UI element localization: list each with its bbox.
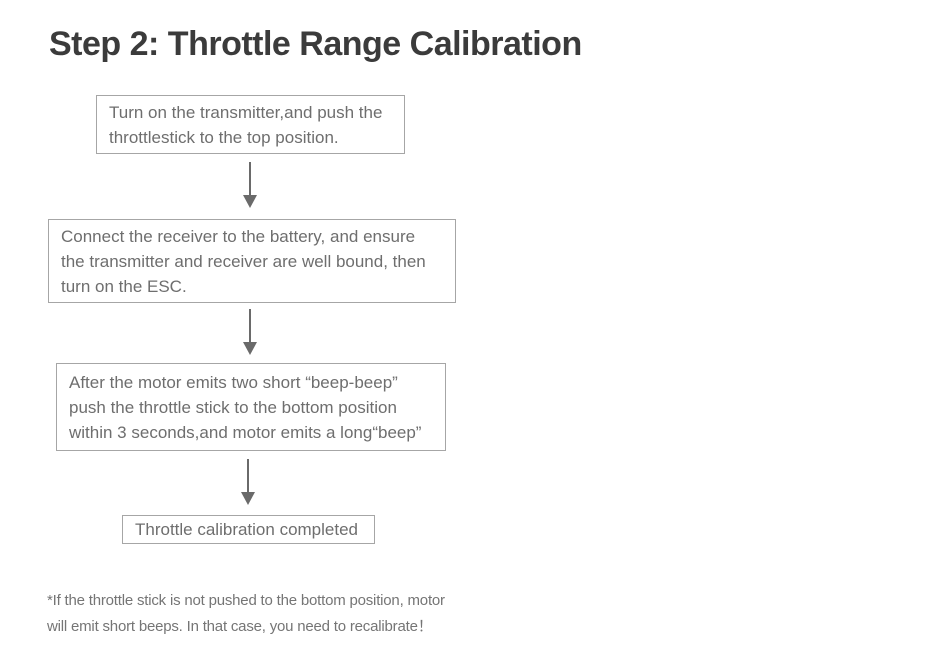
step-3-text-line: push the throttle stick to the bottom po… (69, 397, 397, 417)
arrow-shaft (247, 459, 249, 492)
arrow-down-icon (241, 459, 255, 505)
arrow-down-icon (243, 162, 257, 208)
step-2-text-line: the transmitter and receiver are well bo… (61, 251, 426, 271)
flow-step-1-box: Turn on the transmitter,and push the thr… (96, 95, 405, 154)
footnote-text-line: will emit short beeps. In that case, you… (47, 618, 433, 635)
flow-step-4-box: Throttle calibration completed (122, 515, 375, 544)
flow-step-2-box: Connect the receiver to the battery, and… (48, 219, 456, 303)
flow-step-3-box: After the motor emits two short “beep-be… (56, 363, 446, 451)
step-3-text-line: within 3 seconds,and motor emits a long“… (69, 422, 422, 442)
arrow-head (243, 195, 257, 208)
step-1-text-line: throttlestick to the top position. (109, 127, 339, 147)
arrow-head (243, 342, 257, 355)
arrow-shaft (249, 162, 251, 195)
step-2-text-line: Connect the receiver to the battery, and… (61, 226, 416, 246)
footnote-text-line: *If the throttle stick is not pushed to … (47, 592, 445, 609)
step-1-text-line: Turn on the transmitter,and push the (109, 102, 383, 122)
step-2-text-line: turn on the ESC. (61, 276, 187, 296)
step-3-text-line: After the motor emits two short “beep-be… (69, 372, 398, 392)
page-title: Step 2: Throttle Range Calibration (49, 25, 582, 63)
arrow-down-icon (243, 309, 257, 355)
arrow-head (241, 492, 255, 505)
step-4-text-line: Throttle calibration completed (135, 520, 359, 539)
footnote: *If the throttle stick is not pushed to … (47, 588, 445, 640)
arrow-shaft (249, 309, 251, 342)
